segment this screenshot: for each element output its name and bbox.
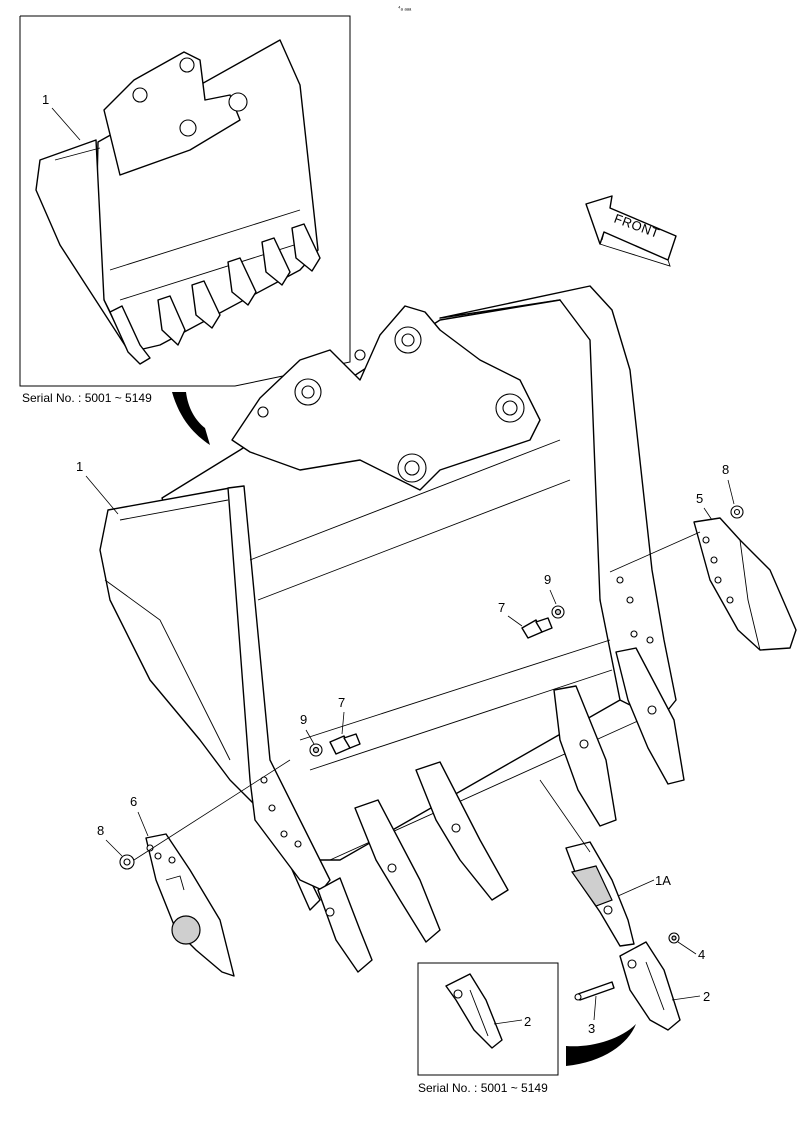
inset-top: Serial No. : 5001 ~ 5149 1: [19, 15, 351, 405]
inset-bottom-arrow: [566, 1024, 636, 1066]
header-mark: ⁴ₐ ₐₐₐ: [398, 5, 412, 12]
inset-bottom-frame: [417, 962, 559, 1076]
tooth-point: 2: [619, 941, 710, 1031]
front-direction-arrow: FRONT: [585, 195, 677, 267]
callout-tooth-point: 2: [703, 989, 710, 1004]
callout-bucket: 1: [76, 459, 83, 474]
callout-pin: 3: [588, 1021, 595, 1036]
callout-lock: 4: [698, 947, 705, 962]
callout-bolt-right: 7: [498, 600, 505, 615]
inset-bottom-serial-label: Serial No. : 5001 ~ 5149: [418, 1081, 548, 1095]
inset-bottom-callout-2: 2: [524, 1014, 531, 1029]
callout-side-cutter-left: 6: [130, 794, 137, 809]
tooth-assembly: 1A: [539, 779, 671, 947]
side-cutter-right: 5: [693, 491, 797, 651]
callout-nut-right: 8: [722, 462, 729, 477]
tooth-row: [317, 647, 685, 973]
main-bucket: [99, 285, 685, 973]
callout-tooth-assembly: 1A: [655, 873, 671, 888]
inset-top-arrow: [172, 392, 210, 445]
callout-side-cutter-right: 5: [696, 491, 703, 506]
inset-top-bucket: 1: [35, 39, 321, 365]
callout-washer-left: 9: [300, 712, 307, 727]
callout-washer-right: 9: [544, 572, 551, 587]
inset-top-serial-label: Serial No. : 5001 ~ 5149: [22, 391, 152, 405]
callout-nut-left: 8: [97, 823, 104, 838]
inset-top-callout-1: 1: [42, 92, 49, 107]
side-cutter-left: 6: [130, 794, 235, 977]
callout-bolt-left: 7: [338, 695, 345, 710]
inset-bottom: 2 Serial No. : 5001 ~ 5149: [417, 962, 559, 1095]
